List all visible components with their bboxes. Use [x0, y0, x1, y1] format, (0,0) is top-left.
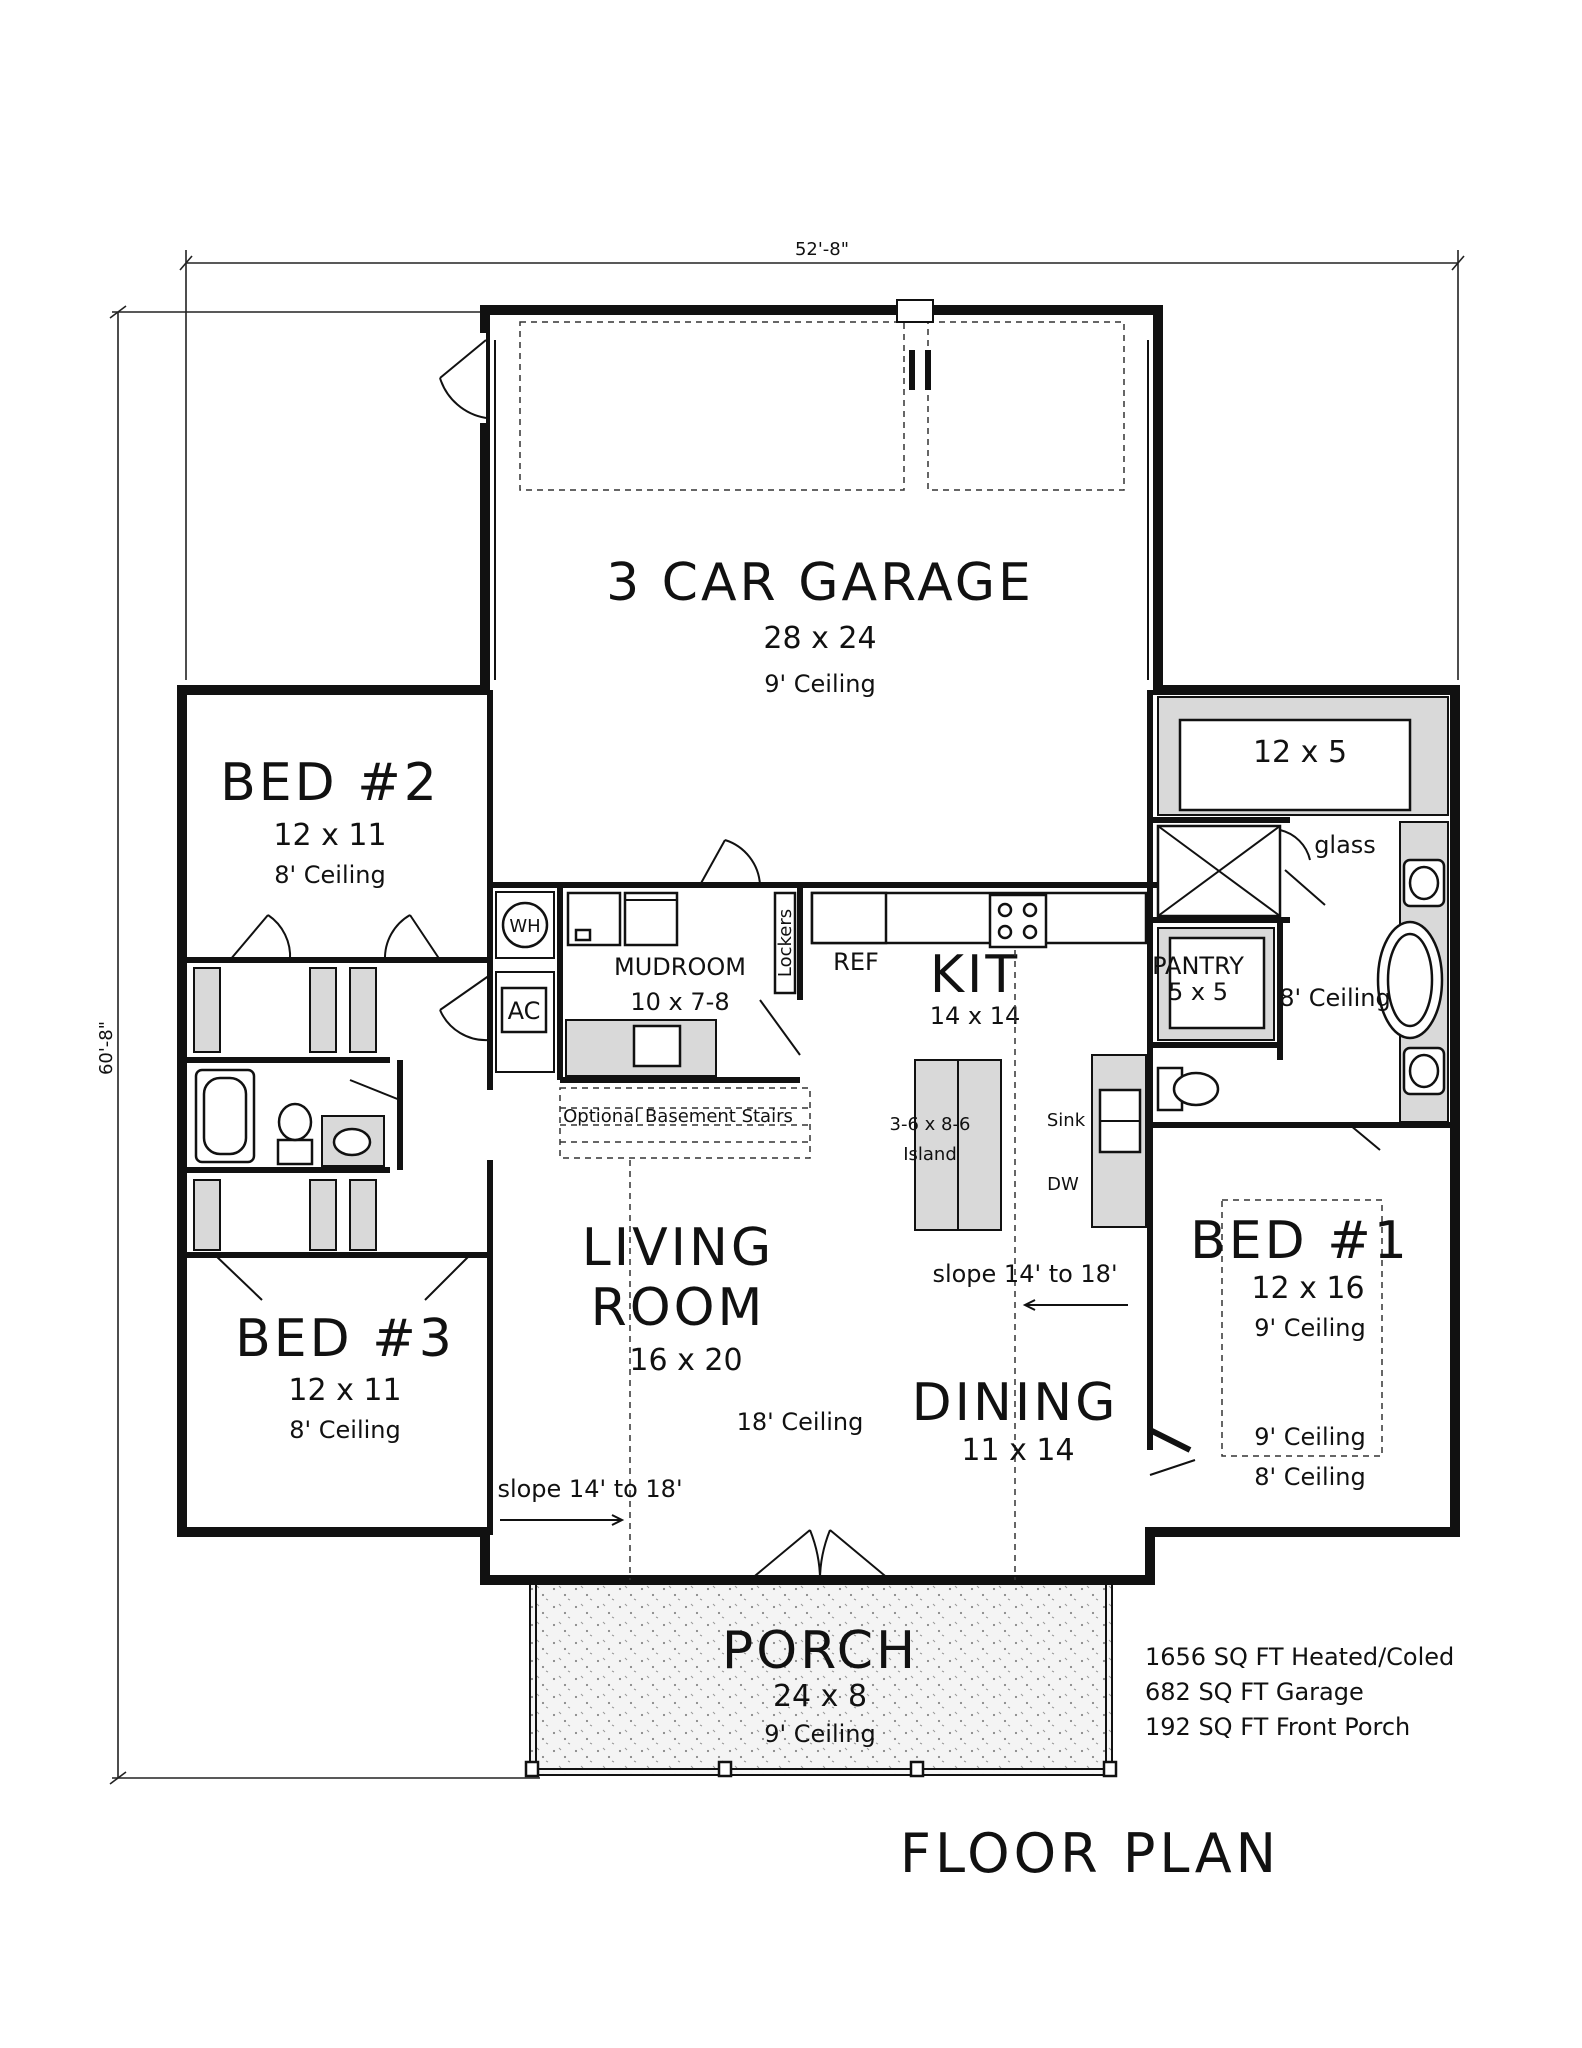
lockers-label: Lockers	[775, 909, 796, 977]
dimension-width: 52'-8"	[179, 239, 1465, 680]
bed1: BED #1 12 x 16 9' Ceiling 9' Ceiling 8' …	[1190, 1199, 1410, 1491]
bed3-ceiling: 8' Ceiling	[289, 1416, 400, 1444]
depth-label: 60'-8"	[96, 1021, 117, 1075]
porch	[524, 1585, 1118, 1778]
bed3-size: 12 x 11	[288, 1373, 401, 1408]
living-name-2: ROOM	[591, 1278, 766, 1338]
plan-title: FLOOR PLAN	[900, 1822, 1280, 1885]
interior-walls	[187, 690, 1455, 1535]
kitchen-name: KIT	[930, 945, 1020, 1005]
wh-label: WH	[509, 916, 540, 937]
garage-size: 28 x 24	[763, 621, 876, 656]
kitchen-size: 14 x 14	[930, 1002, 1021, 1030]
bed2-name: BED #2	[220, 753, 440, 813]
bed1-ceiling-edge: 8' Ceiling	[1254, 1463, 1365, 1491]
bed1-ceiling: 9' Ceiling	[1254, 1314, 1365, 1342]
exterior-walls	[177, 305, 1460, 1585]
utility: WH AC	[495, 891, 555, 1073]
glass-label: glass	[1314, 831, 1376, 859]
dining-slope: slope 14' to 18'	[932, 1260, 1117, 1288]
area-summary: 1656 SQ FT Heated/Coled 682 SQ FT Garage…	[1145, 1643, 1454, 1741]
bed2-size: 12 x 11	[273, 818, 386, 853]
hall-bath	[194, 1068, 385, 1167]
pantry-name: PANTRY	[1152, 952, 1244, 980]
dimension-depth: 60'-8"	[96, 305, 540, 1785]
ref-label: REF	[833, 948, 879, 976]
living-room: LIVING ROOM 16 x 20 18' Ceiling slope 14…	[497, 1160, 863, 1580]
bed2: BED #2 12 x 11 8' Ceiling	[220, 753, 440, 889]
master-closet: 12 x 5	[1157, 696, 1449, 816]
porch-labels: PORCH 24 x 8 9' Ceiling	[722, 1621, 918, 1748]
bed1-ceiling-tray: 9' Ceiling	[1254, 1423, 1365, 1451]
master-bath: glass 8' Ceiling	[1156, 821, 1449, 1123]
garage-ceiling: 9' Ceiling	[764, 670, 875, 698]
pantry-size: 5 x 5	[1168, 978, 1228, 1006]
living-name-1: LIVING	[582, 1218, 774, 1278]
kitchen: REF KIT 14 x 14 3-6 x 8-6 Island Sink DW	[810, 891, 1148, 1231]
area-porch: 192 SQ FT Front Porch	[1145, 1713, 1410, 1741]
porch-ceiling: 9' Ceiling	[764, 1720, 875, 1748]
master-bath-ceiling: 8' Ceiling	[1279, 984, 1390, 1012]
bed1-size: 12 x 16	[1251, 1271, 1364, 1306]
basement-stairs: Optional Basement Stairs	[559, 1087, 811, 1159]
garage-name: 3 CAR GARAGE	[606, 553, 1034, 613]
stairs-label: Optional Basement Stairs	[563, 1106, 793, 1127]
width-label: 52'-8"	[795, 239, 849, 260]
living-size: 16 x 20	[629, 1343, 742, 1378]
living-ceiling: 18' Ceiling	[737, 1408, 864, 1436]
sink-label: Sink	[1047, 1110, 1086, 1131]
living-slope: slope 14' to 18'	[497, 1475, 682, 1503]
shower	[1156, 824, 1282, 918]
bed2-ceiling: 8' Ceiling	[274, 861, 385, 889]
porch-size: 24 x 8	[773, 1679, 867, 1714]
dining-name: DINING	[912, 1373, 1119, 1433]
porch-name: PORCH	[722, 1621, 918, 1681]
dining: slope 14' to 18' DINING 11 x 14	[912, 950, 1128, 1580]
hall-closets	[193, 967, 377, 1251]
bed3: BED #3 12 x 11 8' Ceiling	[235, 1309, 455, 1444]
pantry: PANTRY 5 x 5	[1152, 927, 1275, 1041]
dw-label: DW	[1047, 1174, 1079, 1195]
doors	[214, 774, 1381, 1581]
dining-size: 11 x 14	[961, 1433, 1074, 1468]
area-heated: 1656 SQ FT Heated/Coled	[1145, 1643, 1454, 1671]
mudroom-size: 10 x 7-8	[630, 988, 729, 1016]
bed1-name: BED #1	[1190, 1211, 1410, 1271]
mudroom: Lockers MUDROOM 10 x 7-8	[565, 891, 797, 1077]
ac-label: AC	[508, 997, 541, 1025]
area-garage: 682 SQ FT Garage	[1145, 1678, 1364, 1706]
closet-size: 12 x 5	[1253, 735, 1347, 770]
garage: 3 CAR GARAGE 28 x 24 9' Ceiling	[439, 299, 1149, 698]
island-label: Island	[903, 1144, 957, 1165]
bed3-name: BED #3	[235, 1309, 455, 1369]
mudroom-name: MUDROOM	[614, 953, 746, 981]
island-size: 3-6 x 8-6	[890, 1114, 971, 1135]
